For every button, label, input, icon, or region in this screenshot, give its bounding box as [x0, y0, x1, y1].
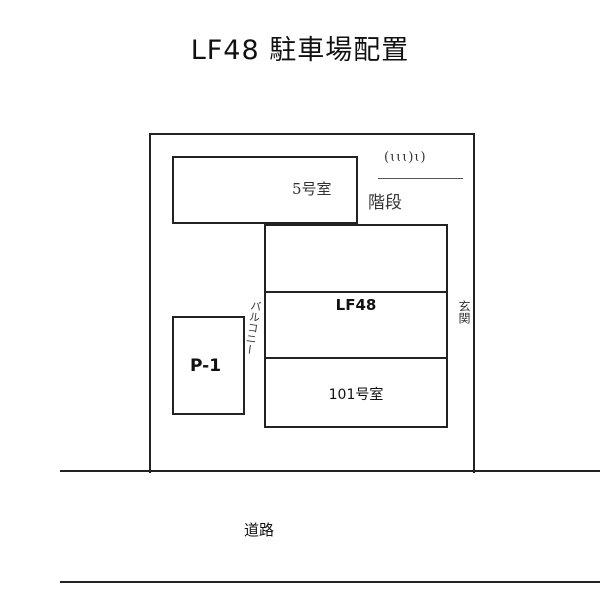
stairs-mark: [378, 178, 463, 179]
floor-divider: [264, 357, 448, 359]
parking-label: P-1: [190, 356, 222, 376]
road-edge-top: [60, 470, 600, 472]
entrance-label: 玄関: [457, 300, 471, 324]
building-lf48: [264, 224, 448, 428]
building-label: LF48: [335, 296, 377, 314]
road-label: 道路: [244, 521, 275, 539]
floor-divider: [264, 291, 448, 293]
parking-space-p1: [172, 316, 245, 415]
stairs-label: 階段: [368, 193, 402, 213]
room-5-block: [172, 156, 358, 224]
page-title: LF48 駐車場配置: [190, 35, 410, 66]
room-5-label: 5号室: [292, 180, 332, 198]
room-101-label: 101号室: [328, 387, 384, 403]
road-edge-bottom: [60, 581, 600, 583]
stairs-hatch: (ɩɩɩ)ɩ): [384, 150, 427, 165]
